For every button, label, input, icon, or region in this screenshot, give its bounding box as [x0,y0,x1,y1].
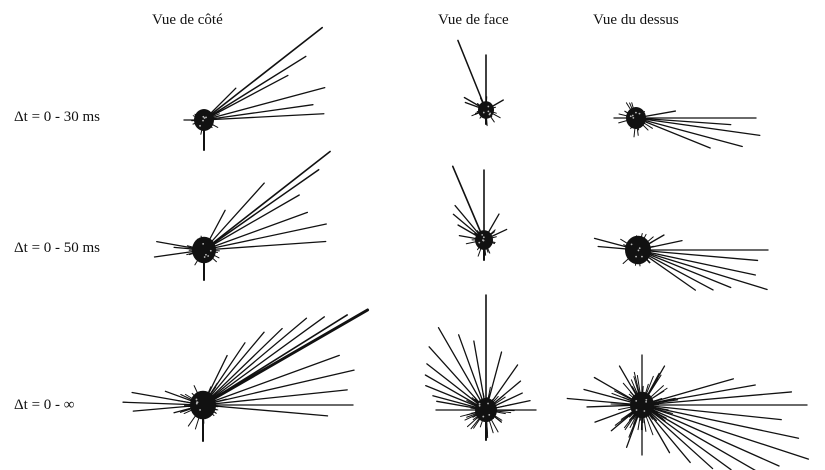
ball-speckle [639,247,641,249]
front-view-infinity-ball [475,398,497,422]
ball-speckle [638,250,640,252]
ball-speckle [205,254,207,256]
ball-speckle [479,405,481,407]
ball-speckle [487,110,489,112]
top-view-30ms-ray [636,118,760,135]
side-view-30ms-ball [194,109,214,131]
ball-speckle [641,256,643,258]
ball-speckle [196,403,198,405]
ball-speckle [643,410,645,412]
ball-speckle [196,399,198,401]
ball-speckle [204,117,206,119]
ball-speckle [199,409,201,411]
ball-speckle [636,409,638,411]
top-view-infinity-ray [642,405,779,466]
front-view-50ms-ray [453,166,484,240]
top-view-infinity-ball [630,392,654,418]
ball-speckle [635,256,637,258]
ball-speckle [483,240,485,242]
side-view-infinity-ray [203,318,306,405]
ball-speckle [482,416,484,418]
ball-speckle [488,414,490,416]
side-view-50ms-ray [204,151,330,250]
side-view-50ms-ball [192,237,216,263]
side-view-infinity-ray [203,405,328,416]
ball-speckle [207,255,209,257]
side-view-infinity-ray [203,317,324,405]
side-view-30ms-ray [204,56,306,120]
ball-speckle [489,113,491,115]
ball-speckle [635,400,637,402]
ball-speckle [639,113,641,115]
front-view-30ms-ray [458,40,486,110]
ball-speckle [630,115,632,117]
ball-speckle [199,125,201,127]
ball-speckle [483,112,485,114]
side-view-30ms-ray [204,75,288,120]
front-view-30ms-ball [478,101,494,119]
top-view-infinity-ray [642,405,713,469]
ball-speckle [645,399,647,401]
ball-speckle [481,234,483,236]
ball-speckle [202,243,204,245]
ball-speckle [204,256,206,258]
ball-speckle [632,117,634,119]
ball-speckle [635,112,637,114]
ball-speckle [487,403,489,405]
ball-speckle [632,115,634,117]
ball-speckle [210,250,212,252]
side-view-infinity-ball [190,391,216,420]
ball-speckle [202,120,204,122]
ball-speckle [645,401,647,403]
ball-speckle [478,242,480,244]
ball-speckle [631,244,633,246]
side-view-50ms-ray [204,183,264,250]
top-view-30ms-ball [626,107,646,129]
ball-speckle [487,106,489,108]
ball-speckle [483,236,485,238]
ball-speckle [479,403,481,405]
